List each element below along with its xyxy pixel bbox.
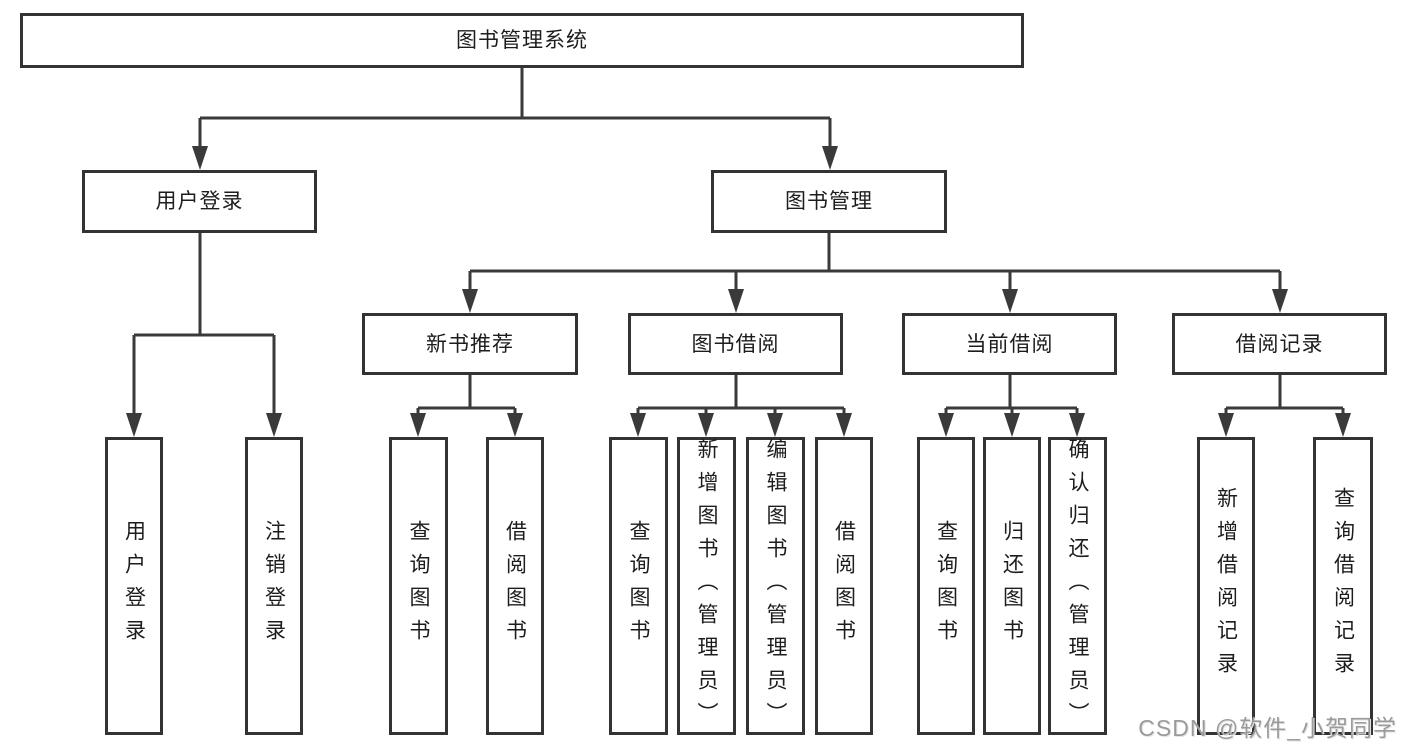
leaf-add-borrow-record: 新增借阅记录 (1197, 437, 1255, 735)
node-label: 用户登录 (155, 190, 244, 213)
leaf-query-books-recommend: 查询图书 (389, 437, 448, 735)
node-label: 归还图书 (1000, 520, 1024, 652)
node-borrowing-records: 借阅记录 (1172, 313, 1387, 375)
node-label: 注销登录 (262, 520, 286, 652)
node-new-book-recommend: 新书推荐 (362, 313, 578, 375)
node-label: 图书管理系统 (456, 29, 588, 52)
node-label: 查询图书 (627, 520, 650, 652)
node-user-login: 用户登录 (82, 170, 317, 233)
tree-edges (132, 68, 1345, 416)
leaf-user-login: 用户登录 (105, 437, 163, 735)
node-book-borrowing: 图书借阅 (628, 313, 843, 375)
leaf-add-books-admin: 新增图书（管理员） (677, 437, 736, 735)
node-label: 新增借阅记录 (1214, 487, 1238, 685)
leaf-borrow-books: 借阅图书 (815, 437, 873, 735)
leaf-return-books: 归还图书 (983, 437, 1041, 735)
node-label: 图书管理 (785, 190, 873, 213)
node-label: 编辑图书（管理员） (764, 437, 787, 735)
leaf-query-borrow-record: 查询借阅记录 (1313, 437, 1373, 735)
node-label: 用户登录 (122, 520, 146, 652)
leaf-confirm-return-admin: 确认归还（管理员） (1048, 437, 1107, 735)
node-label: 借阅图书 (832, 520, 856, 652)
arrowhead-icons (126, 146, 1351, 437)
node-current-borrowing: 当前借阅 (902, 313, 1117, 375)
node-label: 借阅记录 (1235, 332, 1324, 356)
leaf-query-books-borrowing: 查询图书 (609, 437, 668, 735)
leaf-edit-books-admin: 编辑图书（管理员） (746, 437, 805, 735)
node-label: 新增图书（管理员） (695, 437, 718, 735)
node-label: 查询图书 (407, 520, 430, 652)
node-book-management: 图书管理 (711, 170, 947, 233)
node-label: 确认归还（管理员） (1066, 437, 1089, 735)
leaf-borrow-books-recommend: 借阅图书 (486, 437, 544, 735)
node-label: 新书推荐 (426, 332, 514, 356)
node-label: 查询图书 (934, 520, 958, 652)
node-label: 借阅图书 (503, 520, 527, 652)
node-label: 查询借阅记录 (1331, 487, 1355, 685)
csdn-watermark: CSDN @软件_小贺同学 (1138, 715, 1397, 741)
node-label: 图书借阅 (691, 332, 780, 356)
leaf-query-books-current: 查询图书 (917, 437, 975, 735)
node-label: 当前借阅 (965, 332, 1054, 356)
node-root-system: 图书管理系统 (20, 13, 1024, 68)
leaf-logout: 注销登录 (245, 437, 303, 735)
